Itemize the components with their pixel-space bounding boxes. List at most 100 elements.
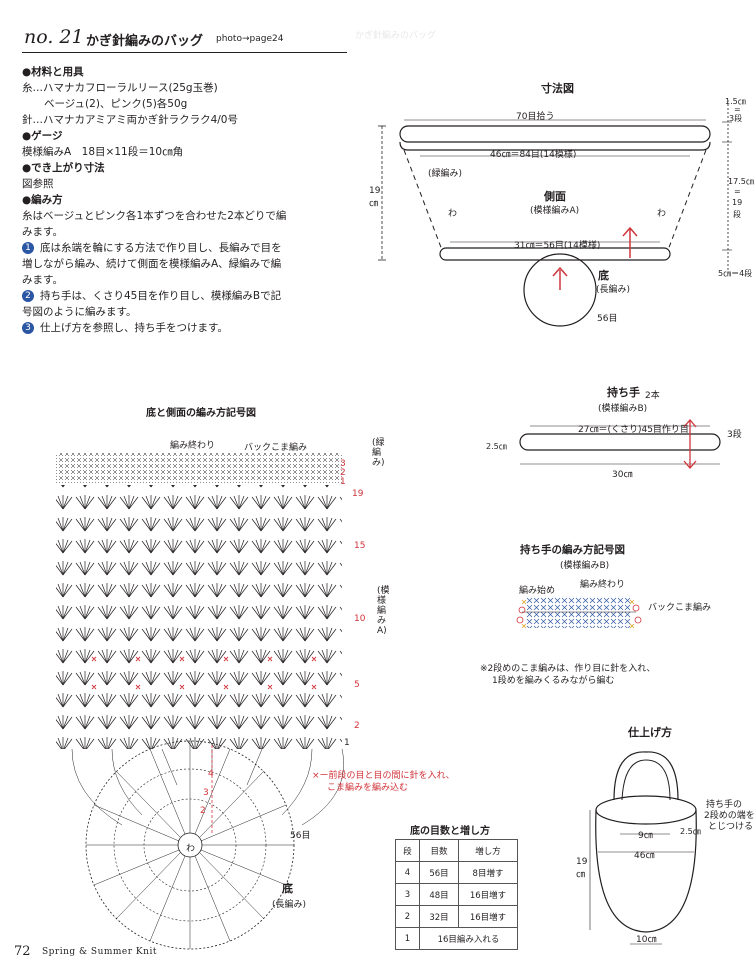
round-2: 2 <box>200 806 206 816</box>
step-1-line-1: 1 底は糸端を輪にする方法で作り目し、長編みで目を <box>22 240 312 256</box>
col-stitches: 目数 <box>419 839 459 862</box>
handle-chart-pattern: (模様編みB) <box>560 561 610 571</box>
bag-width-label: 46㎝ <box>634 851 655 861</box>
main-chart-title: 底と側面の編み方記号図 <box>146 408 256 419</box>
instructions: ●材料と用具 糸…ハマナカフローラルリース(25g玉巻) ベージュ(2)、ピンク… <box>22 64 312 336</box>
method-heading: ●編み方 <box>22 194 63 206</box>
base-stitches: 56目 <box>290 831 311 841</box>
bottom-stitch-label: (長編み) <box>596 285 631 295</box>
step-3-text: 仕上げ方を参照し、持ち手をつけます。 <box>40 322 228 334</box>
side-equals: = <box>734 187 741 196</box>
step-1-line-3: みます。 <box>22 274 63 286</box>
method-intro-2: みます。 <box>22 226 63 238</box>
yarn-line: 糸…ハマナカフローラルリース(25g玉巻) <box>22 82 218 94</box>
round-3: 3 <box>203 788 209 798</box>
table-cell: 4 <box>395 861 420 884</box>
table-cell: 48目 <box>419 883 459 906</box>
handle-chart-end: 編み終わり <box>580 580 626 590</box>
main-stitch-chart <box>56 453 344 950</box>
table-cell: 32目 <box>419 905 459 928</box>
handle-shape <box>519 433 721 451</box>
pattern-row-19: 19 <box>352 489 364 499</box>
handle-chain-label: 27㎝＝(くさり)45目作り目 <box>578 425 689 435</box>
side-height-label: 17.5㎝ <box>728 177 754 186</box>
size-text: 図参照 <box>22 178 54 190</box>
handle-count: 2本 <box>645 391 660 401</box>
bag-body <box>595 809 697 933</box>
side-rows-num: 19 <box>732 198 743 207</box>
side-pattern-label: (模様編みA) <box>530 206 580 216</box>
yarn-colors: ベージュ(2)、ピンク(5)各50g <box>44 98 188 110</box>
gauge-text: 模様編みA 18目×11段＝10㎝角 <box>22 146 184 158</box>
dimension-title: 寸法図 <box>541 82 574 95</box>
legend-note-2: こま編みを編み込む <box>327 783 409 793</box>
bag-rim <box>595 795 697 825</box>
side-rows-unit: 段 <box>733 210 741 219</box>
bottom-stitches: 56目 <box>597 314 618 324</box>
rim-equals: = <box>734 105 741 114</box>
rows-picked-label: 70目拾う <box>516 112 555 122</box>
edge-row-2: 2 <box>340 468 346 478</box>
finishing-title: 仕上げ方 <box>628 726 672 739</box>
bottom-label: 底 <box>598 269 609 282</box>
table-cell: 56目 <box>419 861 459 884</box>
height-19-label: 19㎝ <box>369 186 381 209</box>
attach-note-3: とじつける <box>708 822 754 832</box>
pattern-side-label: (模様編みA) <box>377 586 390 636</box>
bleed-through-title: かぎ針編みのバッグ <box>355 31 437 41</box>
width-46-label: 46㎝＝84目(14模様) <box>490 150 577 160</box>
top-band <box>399 125 711 143</box>
edge-rows <box>56 453 342 483</box>
rim-height-label: 1.5㎝ <box>725 97 746 106</box>
handle-width: 30㎝ <box>612 470 633 480</box>
handle-pattern: (模様編みB) <box>598 404 648 414</box>
red-marks <box>91 656 317 690</box>
base-round-chart <box>85 740 295 950</box>
table-row: 4 56目 8目増す <box>395 861 518 884</box>
table-cell: 2 <box>395 905 420 928</box>
step-1-text-a: 底は糸端を輪にする方法で作り目し、長編みで目を <box>40 242 282 254</box>
header-rule <box>22 52 347 53</box>
bottom-circle <box>523 253 597 327</box>
page-number: 72 <box>14 944 31 959</box>
table-row: 2 32目 16目増す <box>395 905 518 928</box>
table-cell: 16目増す <box>458 905 518 928</box>
table-title: 底の目数と増し方 <box>410 826 490 837</box>
bottom-band <box>439 247 671 261</box>
step-2-text-a: 持ち手は、くさり45目を作り目し、模様編みBで記 <box>40 290 282 302</box>
table-header-row: 段 目数 増し方 <box>395 839 518 862</box>
legend-note-1: ×ー前段の目と目の間に針を入れ、 <box>312 771 455 781</box>
bag-base-label: 10㎝ <box>636 935 657 945</box>
side-left-edge <box>403 149 443 251</box>
side-label: 側面 <box>544 190 566 203</box>
handle-title: 持ち手 <box>607 386 640 399</box>
pattern-number: no. 21 <box>24 26 84 48</box>
handle-diagram <box>519 419 721 469</box>
table-cell: 16目増す <box>458 883 518 906</box>
table-cell: 8目増す <box>458 861 518 884</box>
side-right-edge <box>667 149 707 251</box>
handle-rows: 3段 <box>727 430 742 440</box>
col-increase: 増し方 <box>458 839 518 862</box>
handle-chart-back: バックこま編み <box>648 603 712 613</box>
dimension-diagram <box>378 100 732 327</box>
table-row: 3 48目 16目増す <box>395 883 518 906</box>
step-1-badge: 1 <box>22 242 34 254</box>
bag-handle-inner <box>621 759 671 801</box>
attach-note-1: 持ち手の <box>706 800 743 810</box>
round-4: 4 <box>208 769 214 779</box>
table-cell: 3 <box>395 883 420 906</box>
edge-row-1: 1 <box>340 477 346 487</box>
increase-table-wrap: 段 目数 増し方 4 56目 8目増す 3 48目 16目増す 2 32目 16… <box>395 839 518 950</box>
ring-mark-left: わ <box>448 209 458 219</box>
base-stitch-type: (長編み) <box>272 900 307 910</box>
pattern-row-5: 5 <box>354 680 360 690</box>
ring-mark-right: わ <box>657 209 667 219</box>
handle-note-1: ※2段めのこま編みは、作り目に針を入れ、 <box>480 664 656 674</box>
size-heading: ●でき上がり寸法 <box>22 162 105 174</box>
photo-reference: photo→page24 <box>216 34 284 44</box>
edge-row-3: 3 <box>340 459 346 469</box>
book-title: Spring & Summer Knit <box>42 947 157 957</box>
